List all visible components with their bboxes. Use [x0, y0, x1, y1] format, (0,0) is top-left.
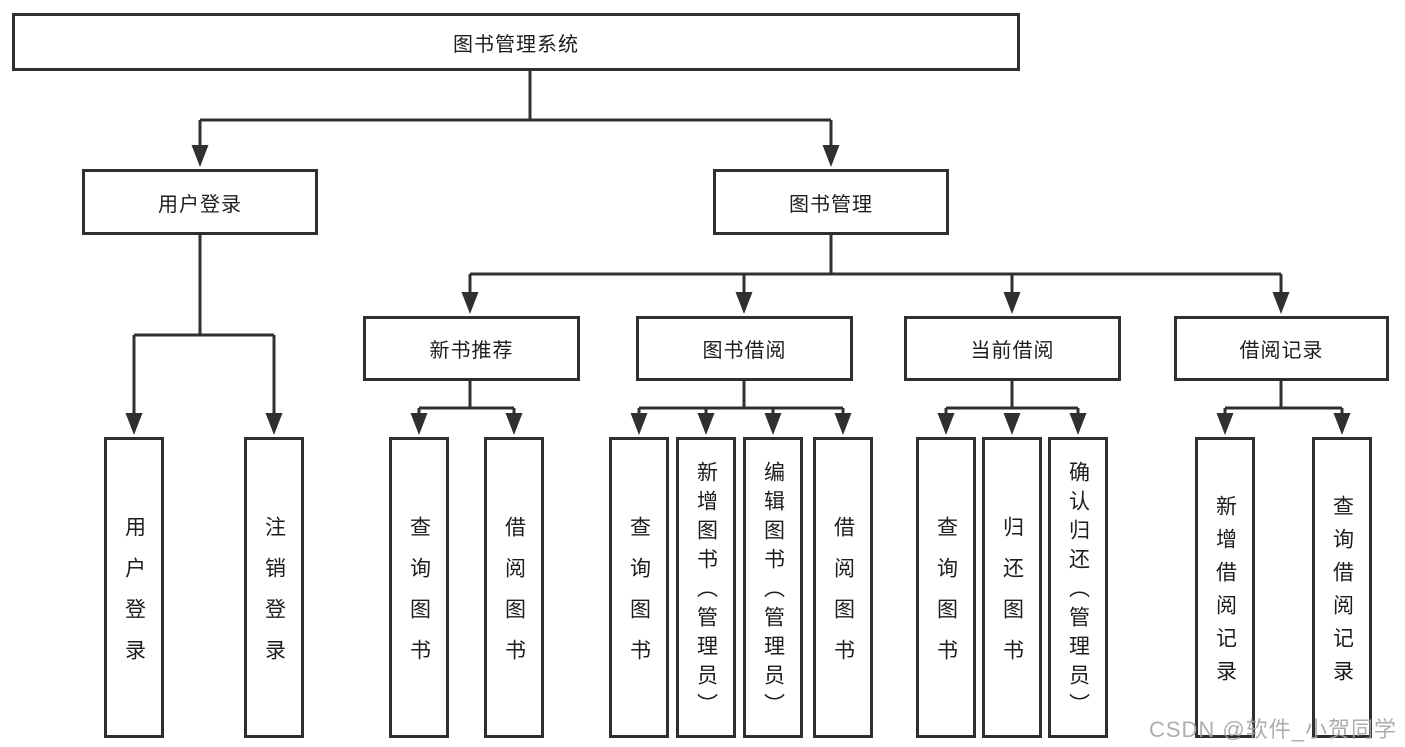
leaf-edit-books-label: 编辑图书（管理员）: [761, 461, 785, 722]
leaf-user-login-label: 用户登录: [122, 515, 146, 680]
leaf-add-borrow-record-label: 新增借阅记录: [1213, 494, 1237, 693]
leaf-return-books: 归还图书: [982, 437, 1042, 738]
node-borrow-records-label: 借阅记录: [1239, 340, 1324, 362]
node-user-login-label: 用户登录: [158, 193, 242, 216]
leaf-query-books-recommend: 查询图书: [389, 437, 449, 738]
node-book-mgmt-label: 图书管理: [789, 193, 873, 216]
connector-current-borrow: [944, 381, 1080, 420]
leaf-query-books-current: 查询图书: [916, 437, 976, 738]
node-current-borrow: 当前借阅: [904, 316, 1121, 381]
node-book-borrow-label: 图书借阅: [702, 340, 787, 362]
leaf-query-borrow-record: 查询借阅记录: [1312, 437, 1372, 738]
connector-root: [198, 70, 833, 148]
leaf-borrow-books-recommend-label: 借阅图书: [502, 515, 526, 680]
connector-new-books: [417, 381, 516, 420]
leaf-return-books-label: 归还图书: [1000, 515, 1024, 680]
node-new-books-label: 新书推荐: [429, 340, 514, 362]
node-current-borrow-label: 当前借阅: [970, 340, 1055, 362]
leaf-confirm-return-label: 确认归还（管理员）: [1066, 461, 1090, 722]
connector-borrow-records: [1223, 381, 1344, 420]
connector-book-borrow: [637, 381, 845, 420]
leaf-query-books-current-label: 查询图书: [934, 515, 958, 680]
connector-book-mgmt: [468, 235, 1283, 295]
leaf-borrow-books-borrow: 借阅图书: [813, 437, 873, 738]
leaf-logout: 注销登录: [244, 437, 304, 738]
node-root: 图书管理系统: [12, 13, 1020, 71]
leaf-confirm-return: 确认归还（管理员）: [1048, 437, 1108, 738]
node-new-books: 新书推荐: [363, 316, 580, 381]
arrowheads: [125, 145, 1351, 435]
leaf-add-borrow-record: 新增借阅记录: [1195, 437, 1255, 738]
leaf-add-books: 新增图书（管理员）: [676, 437, 736, 738]
leaf-query-borrow-record-label: 查询借阅记录: [1330, 494, 1354, 693]
leaf-query-books-borrow: 查询图书: [609, 437, 669, 738]
node-borrow-records: 借阅记录: [1174, 316, 1389, 381]
leaf-add-books-label: 新增图书（管理员）: [694, 461, 718, 722]
leaf-user-login: 用户登录: [104, 437, 164, 738]
leaf-edit-books: 编辑图书（管理员）: [743, 437, 803, 738]
leaf-logout-label: 注销登录: [262, 515, 286, 680]
leaf-query-books-borrow-label: 查询图书: [627, 515, 651, 680]
leaf-borrow-books-borrow-label: 借阅图书: [831, 515, 855, 680]
node-root-label: 图书管理系统: [453, 33, 579, 56]
node-user-login: 用户登录: [82, 169, 318, 235]
node-book-borrow: 图书借阅: [636, 316, 853, 381]
leaf-borrow-books-recommend: 借阅图书: [484, 437, 544, 738]
connector-user-login: [132, 235, 276, 418]
leaf-query-books-recommend-label: 查询图书: [407, 515, 431, 680]
node-book-mgmt: 图书管理: [713, 169, 949, 235]
